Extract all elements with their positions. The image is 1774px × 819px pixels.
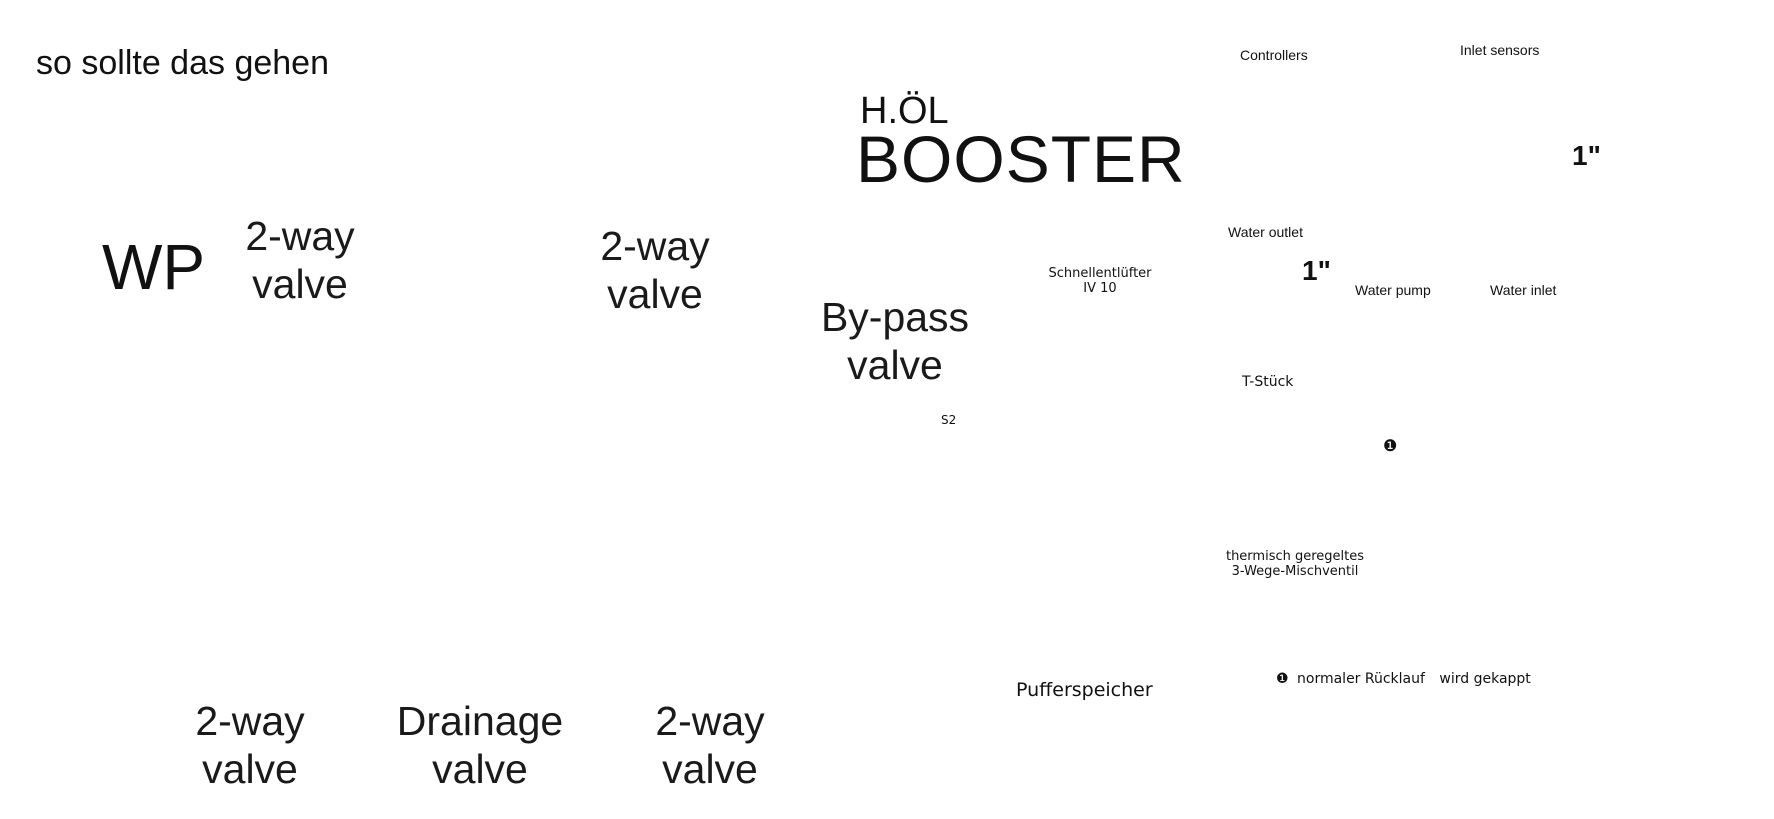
label-line: 2-way [245,213,355,259]
legend-text-return: normaler Rücklauf [1297,671,1425,687]
label-line: valve [252,261,348,307]
two-way-valve-bottom-right[interactable] [599,574,663,650]
legend-marker: ❶ [1276,671,1289,687]
label-line: Schnellentlüfter [1048,266,1152,281]
booster-title: BOOSTER [856,122,1186,196]
mixing-valve-label: thermisch geregeltes 3-Wege-Mischventil [1195,549,1395,579]
callout-leaders [1211,61,1554,281]
label-line: valve [432,746,528,792]
mixing-pipe [1272,412,1278,460]
pointer-arrows [267,339,886,707]
two-way-valve-top-right[interactable] [599,410,663,486]
bypass-valve[interactable] [740,499,810,557]
brick-wall [483,161,567,659]
capped-return-dashed [1359,414,1369,486]
air-vent-label: Schnellentlüfter IV 10 [1028,266,1172,296]
tee-label: T-Stück [1242,374,1294,390]
flow-arrows-right [904,385,1669,622]
heat-pump-unit [44,303,250,651]
sensor-s2-label: S2 [941,413,957,427]
pipe-size-inlet: 1" [1572,140,1601,171]
callout-water-inlet: Water inlet [1490,282,1557,298]
valve-label-bottom-right: 2-way valve [615,697,805,793]
connection-lines [1329,167,1576,329]
label-line: 3-Wege-Mischventil [1231,564,1359,579]
buffer-tank-label: Pufferspeicher [1016,679,1153,701]
label-line: valve [662,746,758,792]
label-line: valve [847,342,943,388]
booster-prefix: H.ÖL [860,90,949,132]
label-line: valve [202,746,298,792]
pipe-size-outlet: 1" [1302,255,1331,286]
three-way-mixing-valve[interactable] [1235,455,1311,537]
label-line: valve [607,271,703,317]
callout-water-outlet: Water outlet [1228,224,1303,240]
valve-label-top-left: 2-way valve [205,212,395,308]
booster-heater [1186,85,1590,244]
two-way-valve-top-left[interactable] [319,410,383,486]
valve-label-bottom-left: 2-way valve [155,697,345,793]
heat-pump-label: WP [102,231,206,303]
radiator [1601,195,1763,401]
heat-exchanger-coil [1025,401,1147,609]
label-line: By-pass [820,294,970,340]
tee-fitting[interactable] [1266,402,1284,412]
label-line: thermisch geregeltes [1225,549,1365,564]
callout-water-pump: Water pump [1355,282,1431,298]
drainage-valve[interactable] [404,589,450,649]
drainage-valve-label: Drainage valve [370,697,590,793]
return-marker: ❶ [1383,436,1398,455]
label-line: IV 10 [1083,281,1117,296]
valve-label-top-right: 2-way valve [560,222,750,318]
label-line: Drainage [396,698,564,744]
expansion-tank [920,605,962,723]
label-line: 2-way [655,698,765,744]
legend-text-capped: wird gekappt [1439,671,1531,687]
two-way-valve-bottom-left[interactable] [319,574,383,650]
pipes-left [245,425,905,635]
label-line: 2-way [195,698,305,744]
label-line: 2-way [600,223,710,269]
buffer-tank [994,306,1186,661]
bypass-valve-label: By-pass valve [800,293,990,389]
callout-controllers: Controllers [1240,47,1308,63]
page-title: so sollte das gehen [36,44,329,82]
callout-inlet-sensors: Inlet sensors [1460,42,1540,58]
legend: ❶ normaler Rücklauf wird gekappt [1276,671,1531,687]
